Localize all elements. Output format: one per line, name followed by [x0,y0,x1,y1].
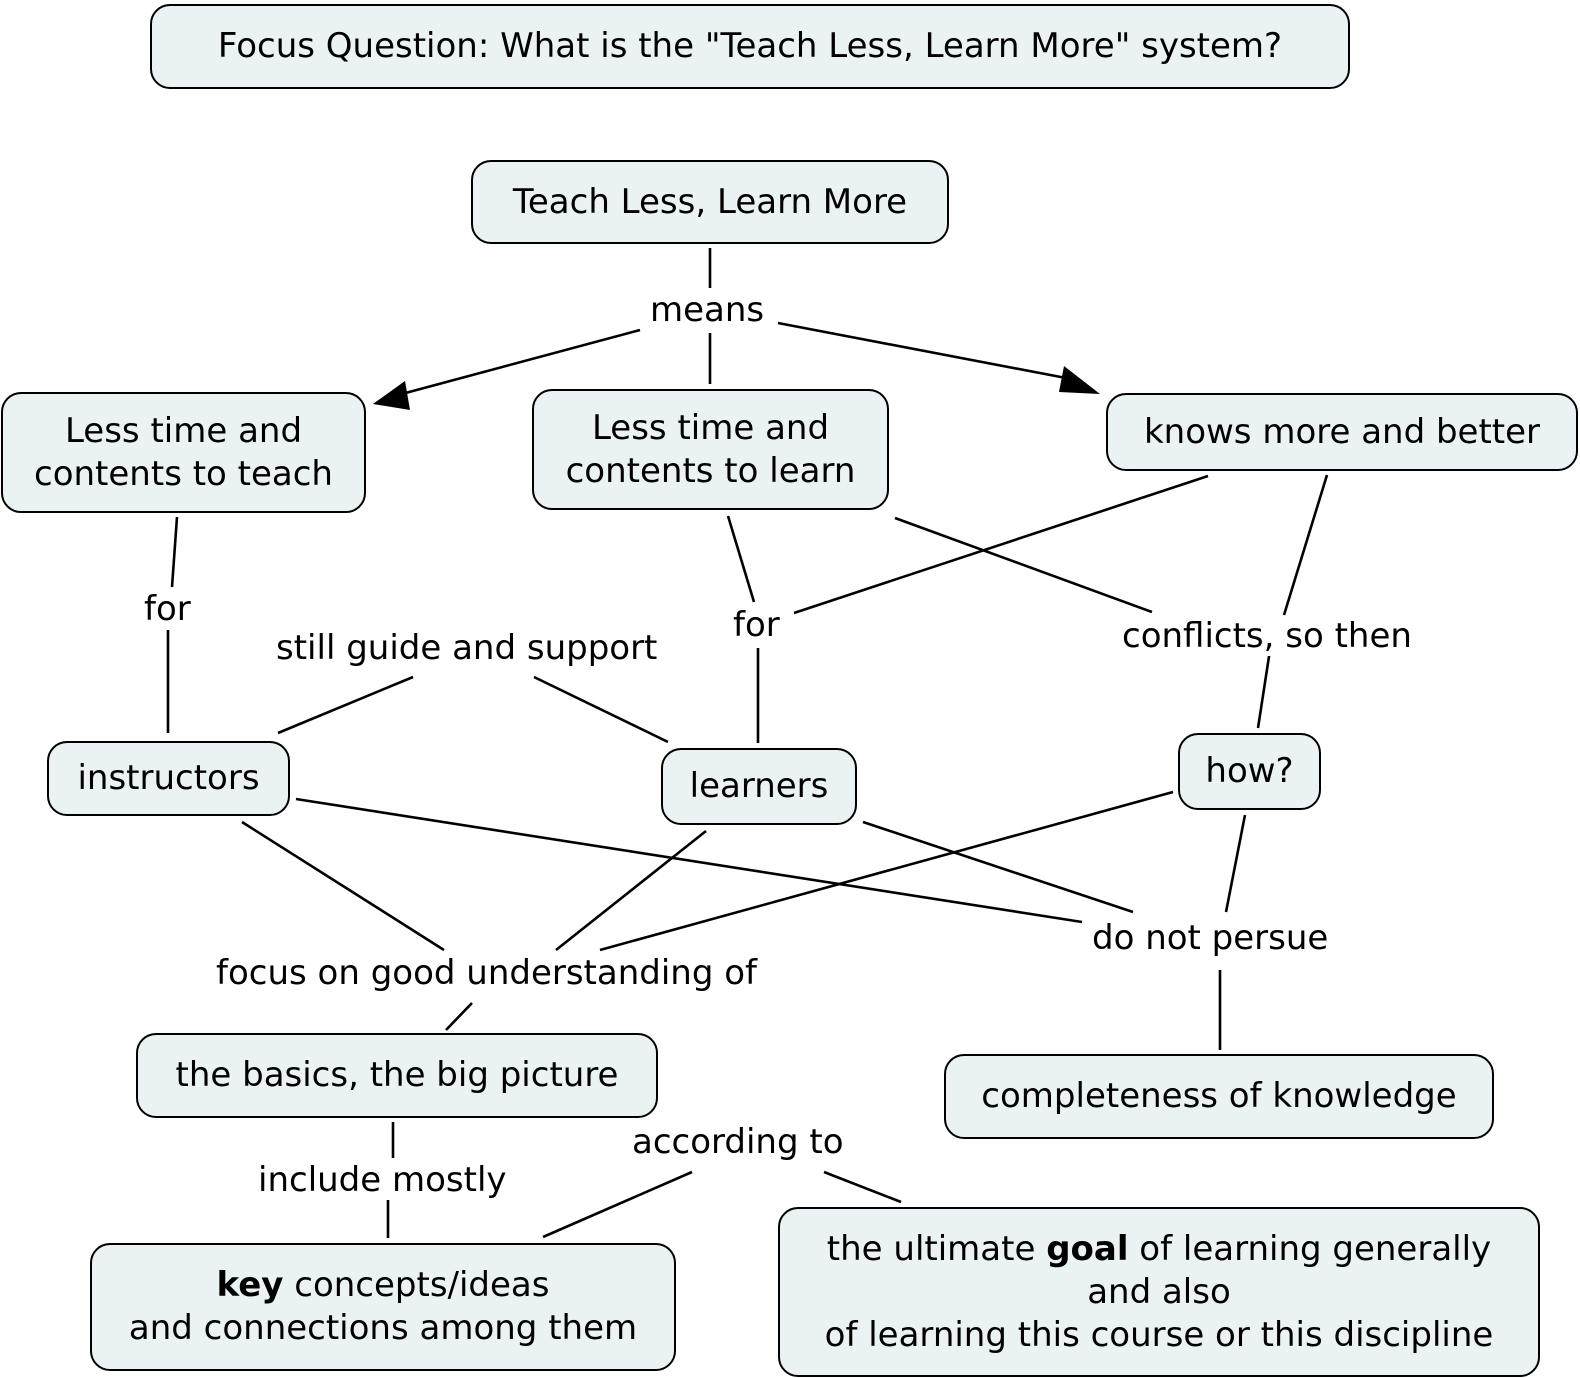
link-label-focus-on: focus on good understanding of [216,953,758,993]
concept-label-line1: Less time and [64,410,303,451]
concept-key-concepts[interactable]: key concepts/ideas and connections among… [90,1243,676,1371]
concept-knows-more-and-better[interactable]: knows more and better [1106,393,1578,471]
link-learners-donot [862,820,1134,914]
link-less-teach-for [170,516,179,588]
concept-label: instructors [77,758,260,798]
link-still-learners [533,675,669,744]
link-label-for-mid: for [733,605,780,645]
link-according-key [542,1170,693,1239]
concept-less-time-teach[interactable]: Less time and contents to teach [1,392,366,513]
focus-question-box: Focus Question: What is the "Teach Less,… [150,4,1350,89]
link-less-learn-for [726,515,756,603]
concept-label: how? [1205,751,1294,791]
concept-label-line1: key concepts/ideas [217,1264,550,1307]
link-according-goal [823,1170,902,1204]
concept-label-line3: of learning this course or this discipli… [824,1314,1494,1355]
link-label-for-left: for [144,589,191,629]
link-label-still-guide: still guide and support [276,628,658,668]
concept-ultimate-goal[interactable]: the ultimate goal of learning generally … [778,1207,1540,1377]
concept-instructors[interactable]: instructors [47,741,290,816]
concept-less-time-learn[interactable]: Less time and contents to learn [532,389,889,510]
concept-completeness-of-knowledge[interactable]: completeness of knowledge [944,1054,1494,1139]
concept-how[interactable]: how? [1178,733,1321,810]
link-less-learn-conflicts [894,516,1153,614]
concept-label: learners [689,766,829,806]
link-label-means: means [650,290,765,330]
concept-label-line1: Less time and [591,407,830,448]
goal-pre-text: the ultimate [826,1228,1047,1269]
concept-basics-big-picture[interactable]: the basics, the big picture [136,1033,658,1118]
link-label-do-not-persue: do not persue [1092,918,1329,958]
goal-post-text: of learning generally [1128,1228,1492,1269]
link-focus-basics [445,1002,473,1031]
concept-label: knows more and better [1143,411,1541,452]
link-conflicts-how [1256,649,1272,729]
link-label-include-mostly: include mostly [258,1160,507,1200]
concept-learners[interactable]: learners [661,748,857,825]
link-instructors-donot [295,797,1083,924]
focus-question-text: Focus Question: What is the "Teach Less,… [217,26,1283,66]
link-means-less-teach [397,328,641,397]
link-label-conflicts: conflicts, so then [1122,616,1412,656]
link-knows-more-for [793,474,1209,615]
concept-label: the basics, the big picture [175,1055,619,1095]
concept-label-line2: and connections among them [128,1308,638,1348]
concept-label-line1: the ultimate goal of learning generally [827,1228,1491,1271]
link-means-knows-more [777,321,1067,380]
goal-bold-text: goal [1046,1228,1129,1269]
concept-label-line2: contents to teach [34,453,333,494]
key-bold-text: key [216,1265,284,1305]
key-rest-text: concepts/ideas [283,1265,550,1305]
concept-label-line2: and also [1087,1271,1231,1312]
link-learners-focus [555,829,707,952]
concept-label-line2: contents to learn [565,450,856,491]
link-label-according-to: according to [632,1122,844,1162]
link-how-focus [599,790,1174,952]
link-instructors-focus [241,820,445,952]
link-knows-more-conflicts [1282,474,1329,616]
arrowhead-knows-more [1059,366,1100,394]
concept-label: completeness of knowledge [981,1076,1457,1116]
link-still-instructors [277,675,414,735]
link-how-donot [1224,814,1247,913]
concept-teach-less-learn-more[interactable]: Teach Less, Learn More [471,160,949,244]
arrowhead-less-teach [373,381,410,410]
concept-label: Teach Less, Learn More [512,181,908,222]
